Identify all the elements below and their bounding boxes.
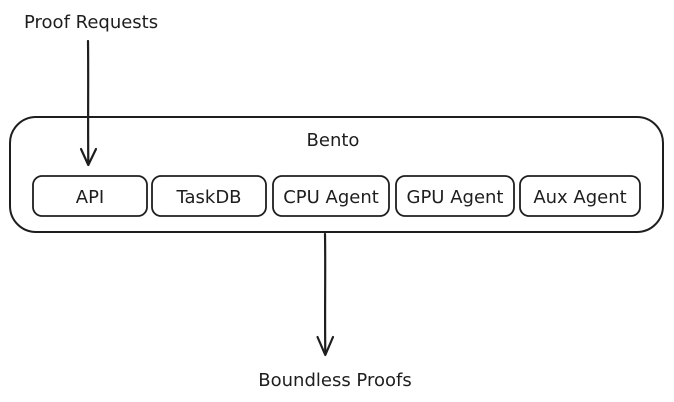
cpu-agent-box — [272, 175, 390, 217]
component-gpu-agent: GPU Agent — [395, 175, 515, 217]
bento-container — [9, 116, 664, 233]
api-box — [32, 175, 148, 217]
output-arrow — [316, 232, 335, 357]
output-arrowhead — [316, 335, 335, 357]
component-taskdb: TaskDB — [151, 175, 267, 217]
input-arrowhead — [79, 147, 98, 167]
aux-agent-box — [519, 175, 641, 217]
cpu-agent-label: CPU Agent — [283, 187, 379, 208]
component-api: API — [32, 175, 148, 217]
input-arrow — [79, 39, 98, 167]
taskdb-box — [151, 175, 267, 217]
gpu-agent-box — [395, 175, 515, 217]
proof-requests-label: Proof Requests — [24, 12, 158, 33]
component-aux-agent: Aux Agent — [519, 175, 641, 217]
aux-agent-label: Aux Agent — [533, 187, 626, 208]
component-cpu-agent: CPU Agent — [272, 175, 390, 217]
bento-label: Bento — [307, 130, 360, 151]
boundless-proofs-label: Boundless Proofs — [258, 370, 411, 391]
taskdb-label: TaskDB — [175, 187, 241, 208]
gpu-agent-label: GPU Agent — [407, 187, 504, 208]
api-label: API — [76, 187, 104, 208]
